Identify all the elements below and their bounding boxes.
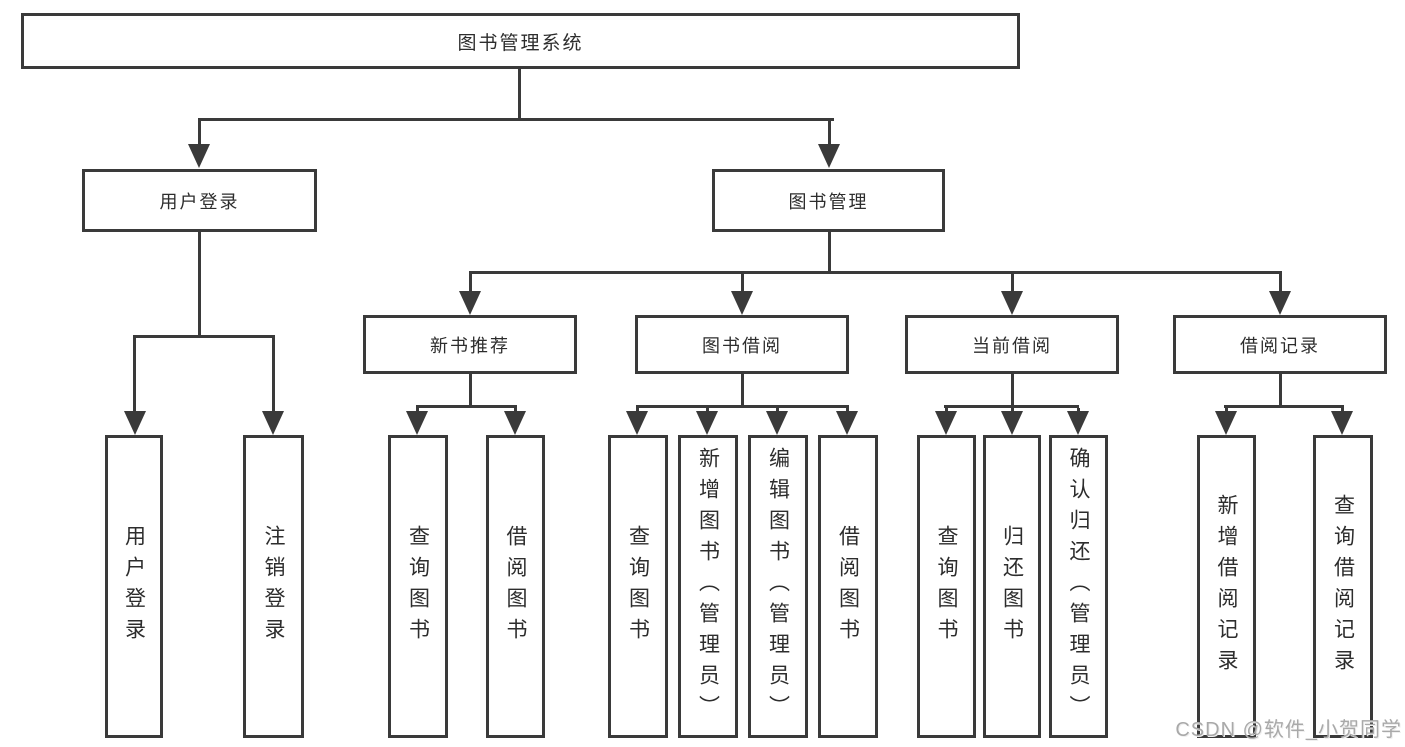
node-label: 借阅图书	[836, 524, 860, 649]
arrow-down-icon	[731, 291, 753, 315]
node-label: 编辑图书（管理员）	[766, 447, 790, 726]
connector-line	[469, 271, 1282, 274]
node-leaf-add-borrow-record: 新增借阅记录	[1197, 435, 1256, 738]
node-label: 确认归还（管理员）	[1067, 447, 1090, 726]
node-label: 查询图书	[406, 524, 430, 649]
connector-line	[198, 232, 201, 338]
connector-line	[1279, 374, 1282, 407]
arrow-down-icon	[1001, 291, 1023, 315]
node-label: 借阅记录	[1240, 335, 1320, 356]
node-leaf-return-books: 归还图书	[983, 435, 1041, 738]
connector-line	[518, 69, 521, 121]
node-label: 图书借阅	[702, 335, 782, 356]
connector-line	[1224, 405, 1344, 408]
connector-line	[1011, 374, 1014, 407]
connector-line	[828, 121, 831, 146]
node-new-book-recommendation: 新书推荐	[363, 315, 577, 374]
arrow-down-icon	[504, 411, 526, 435]
connector-line	[741, 274, 744, 293]
connector-line	[198, 121, 201, 146]
connector-line	[198, 118, 834, 121]
arrow-down-icon	[124, 411, 146, 435]
connector-line	[828, 232, 831, 274]
arrow-down-icon	[818, 144, 840, 168]
csdn-watermark: CSDN @软件_小贺同学	[1175, 719, 1402, 741]
node-leaf-borrow-books-recommend: 借阅图书	[486, 435, 545, 738]
node-current-borrowing: 当前借阅	[905, 315, 1119, 374]
node-leaf-logout: 注销登录	[243, 435, 304, 738]
connector-line	[944, 405, 1079, 408]
node-leaf-edit-books-admin: 编辑图书（管理员）	[748, 435, 808, 738]
node-borrowing-records: 借阅记录	[1173, 315, 1387, 374]
connector-line	[272, 338, 275, 413]
node-book-management: 图书管理	[712, 169, 945, 232]
node-label: 新增借阅记录	[1215, 493, 1238, 680]
node-leaf-borrow-books: 借阅图书	[818, 435, 878, 738]
node-leaf-user-login: 用户登录	[105, 435, 163, 738]
node-label: 用户登录	[159, 191, 240, 212]
connector-line	[1011, 274, 1014, 293]
arrow-down-icon	[1331, 411, 1353, 435]
node-label: 新增图书（管理员）	[696, 447, 720, 726]
connector-line	[469, 374, 472, 407]
node-label: 查询图书	[935, 524, 958, 649]
arrow-down-icon	[1067, 411, 1089, 435]
connector-line	[636, 405, 849, 408]
arrow-down-icon	[1215, 411, 1237, 435]
node-label: 查询借阅记录	[1331, 493, 1355, 680]
node-leaf-query-books-borrow: 查询图书	[608, 435, 668, 738]
arrow-down-icon	[188, 144, 210, 168]
connector-line	[1279, 274, 1282, 293]
arrow-down-icon	[766, 411, 788, 435]
arrow-down-icon	[935, 411, 957, 435]
node-label: 借阅图书	[504, 524, 527, 649]
connector-line	[741, 374, 744, 407]
arrow-down-icon	[1001, 411, 1023, 435]
node-leaf-query-borrow-record: 查询借阅记录	[1313, 435, 1373, 738]
node-label: 当前借阅	[972, 335, 1052, 356]
node-user-login: 用户登录	[82, 169, 317, 232]
arrow-down-icon	[626, 411, 648, 435]
node-leaf-query-books-recommend: 查询图书	[388, 435, 448, 738]
node-label: 查询图书	[626, 524, 650, 649]
node-label: 用户登录	[122, 524, 146, 649]
node-leaf-confirm-return-admin: 确认归还（管理员）	[1049, 435, 1108, 738]
node-label: 新书推荐	[430, 335, 510, 356]
node-leaf-query-books-current: 查询图书	[917, 435, 976, 738]
node-label: 图书管理	[788, 191, 869, 212]
arrow-down-icon	[406, 411, 428, 435]
node-book-borrowing: 图书借阅	[635, 315, 849, 374]
arrow-down-icon	[1269, 291, 1291, 315]
connector-line	[133, 335, 275, 338]
node-label: 归还图书	[1000, 524, 1024, 649]
connector-line	[133, 338, 136, 413]
node-leaf-add-books-admin: 新增图书（管理员）	[678, 435, 738, 738]
arrow-down-icon	[262, 411, 284, 435]
arrow-down-icon	[459, 291, 481, 315]
connector-line	[416, 405, 517, 408]
node-library-management-system: 图书管理系统	[21, 13, 1020, 69]
connector-line	[469, 274, 472, 293]
node-label: 注销登录	[262, 524, 285, 649]
arrow-down-icon	[696, 411, 718, 435]
node-label: 图书管理系统	[457, 32, 584, 54]
arrow-down-icon	[836, 411, 858, 435]
